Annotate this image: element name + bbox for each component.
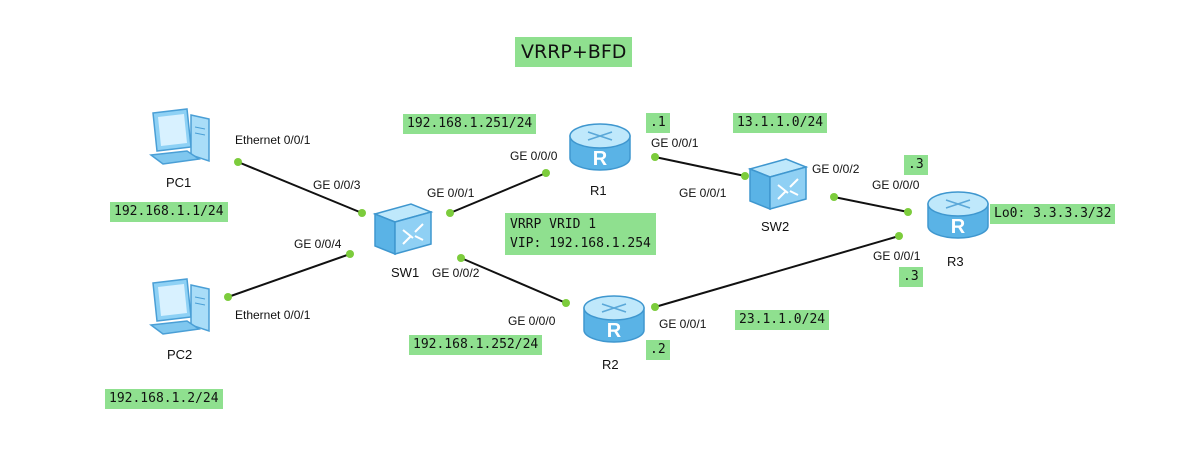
pc1-port-label: Ethernet 0/0/1 bbox=[235, 133, 311, 147]
sw1-ge003-label: GE 0/0/3 bbox=[313, 178, 361, 192]
sw1-ge002-label: GE 0/0/2 bbox=[432, 266, 480, 280]
r3-ge000-label: GE 0/0/0 bbox=[872, 178, 920, 192]
vrrp-info-box: VRRP VRID 1 VIP: 192.168.1.254 bbox=[505, 213, 656, 255]
port-dot bbox=[542, 169, 550, 177]
r2-label: R2 bbox=[602, 357, 619, 372]
vrrp-vip-text: VIP: 192.168.1.254 bbox=[510, 236, 651, 251]
port-dot bbox=[651, 153, 659, 161]
link-sw1-r2 bbox=[460, 257, 567, 304]
svg-text:R: R bbox=[607, 320, 622, 342]
sw2-ge002-label: GE 0/0/2 bbox=[812, 162, 860, 176]
port-dot bbox=[830, 193, 838, 201]
pc1-computer-icon[interactable] bbox=[147, 107, 217, 169]
sw1-ge001-label: GE 0/0/1 bbox=[427, 186, 475, 200]
link-r2-r3 bbox=[654, 235, 900, 308]
sw2-ge001-label: GE 0/0/1 bbox=[679, 186, 727, 200]
r1-label: R1 bbox=[590, 183, 607, 198]
link-pc2-sw1 bbox=[227, 253, 351, 298]
r2-ip-tag: 192.168.1.252/24 bbox=[409, 335, 543, 355]
pc2-label: PC2 bbox=[167, 347, 193, 362]
sw1-label: SW1 bbox=[391, 265, 420, 280]
network-13-tag: 13.1.1.0/24 bbox=[733, 113, 828, 133]
r3-suffix-top-tag: .3 bbox=[904, 155, 928, 175]
sw1-ge004-label: GE 0/0/4 bbox=[294, 237, 342, 251]
r1-ge001-label: GE 0/0/1 bbox=[651, 136, 699, 150]
r2-router-icon[interactable]: R bbox=[580, 292, 648, 348]
sw2-label: SW2 bbox=[761, 219, 790, 234]
svg-text:R: R bbox=[593, 148, 608, 170]
port-dot bbox=[446, 209, 454, 217]
pc2-computer-icon[interactable] bbox=[147, 277, 217, 339]
diagram-title: VRRP+BFD bbox=[515, 37, 633, 67]
link-r1-sw2 bbox=[654, 156, 746, 177]
link-sw1-r1 bbox=[449, 172, 547, 214]
port-dot bbox=[234, 158, 242, 166]
pc2-ip-tag: 192.168.1.2/24 bbox=[105, 389, 223, 409]
r1-router-icon[interactable]: R bbox=[566, 120, 634, 176]
r2-suffix-tag: .2 bbox=[646, 340, 670, 360]
vrrp-vrid-text: VRRP VRID 1 bbox=[510, 217, 597, 232]
r1-ge000-label: GE 0/0/0 bbox=[510, 149, 558, 163]
r2-ge001-label: GE 0/0/1 bbox=[659, 317, 707, 331]
port-dot bbox=[741, 172, 749, 180]
port-dot bbox=[224, 293, 232, 301]
port-dot bbox=[358, 209, 366, 217]
port-dot bbox=[346, 250, 354, 258]
r3-router-icon[interactable]: R bbox=[924, 188, 992, 244]
pc1-ip-tag: 192.168.1.1/24 bbox=[110, 202, 228, 222]
pc1-label: PC1 bbox=[166, 175, 192, 190]
link-pc1-sw1 bbox=[237, 161, 363, 214]
port-dot bbox=[562, 299, 570, 307]
r3-loopback-tag: Lo0: 3.3.3.3/32 bbox=[990, 204, 1116, 224]
sw2-switch-icon[interactable] bbox=[746, 155, 810, 213]
r3-ge001-label: GE 0/0/1 bbox=[873, 249, 921, 263]
port-dot bbox=[895, 232, 903, 240]
sw1-switch-icon[interactable] bbox=[371, 200, 435, 258]
r1-suffix-tag: .1 bbox=[646, 113, 670, 133]
r1-ip-tag: 192.168.1.251/24 bbox=[403, 114, 537, 134]
pc2-port-label: Ethernet 0/0/1 bbox=[235, 308, 311, 322]
svg-text:R: R bbox=[951, 216, 966, 238]
r2-ge000-label: GE 0/0/0 bbox=[508, 314, 556, 328]
port-dot bbox=[651, 303, 659, 311]
r3-suffix-bottom-tag: .3 bbox=[899, 267, 923, 287]
link-sw2-r3 bbox=[833, 196, 909, 213]
port-dot bbox=[904, 208, 912, 216]
r3-label: R3 bbox=[947, 254, 964, 269]
network-23-tag: 23.1.1.0/24 bbox=[735, 310, 830, 330]
port-dot bbox=[457, 254, 465, 262]
